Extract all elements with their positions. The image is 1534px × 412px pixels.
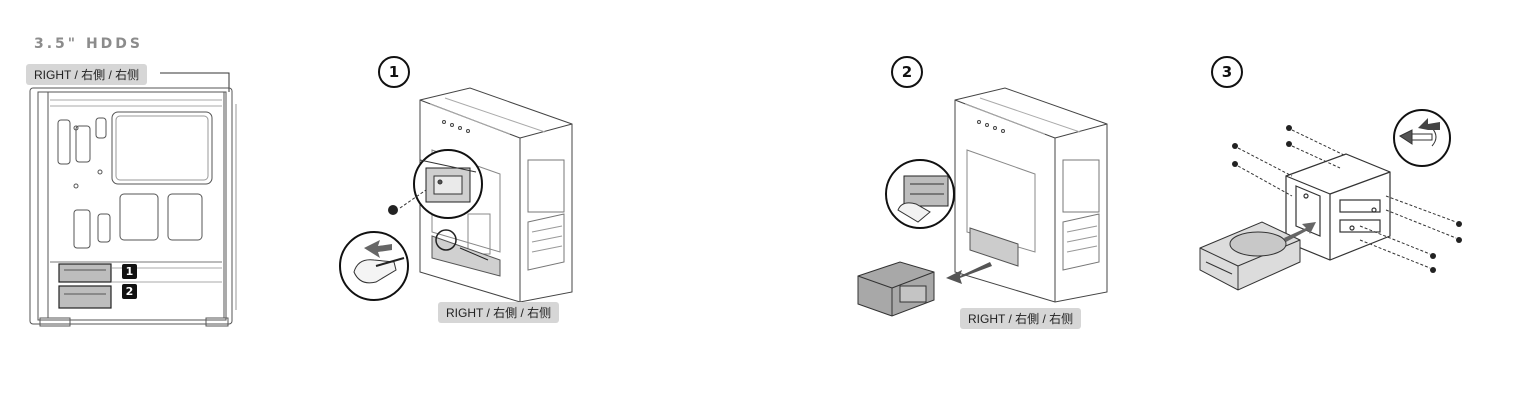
- step-2-marker: 2: [891, 56, 923, 88]
- panel1-side-label: RIGHT / 右側 / 右侧: [26, 64, 148, 85]
- slot-badge-1: 1: [122, 264, 137, 279]
- step2-side-label: RIGHT / 右側 / 右侧: [960, 308, 1082, 329]
- step-3-marker: 3: [1211, 56, 1243, 88]
- step-1-marker: 1: [378, 56, 410, 88]
- step1-side-label: RIGHT / 右側 / 右侧: [438, 302, 560, 323]
- slot-badge-2: 2: [122, 284, 137, 299]
- section-title: 3.5" HDDS: [34, 36, 144, 52]
